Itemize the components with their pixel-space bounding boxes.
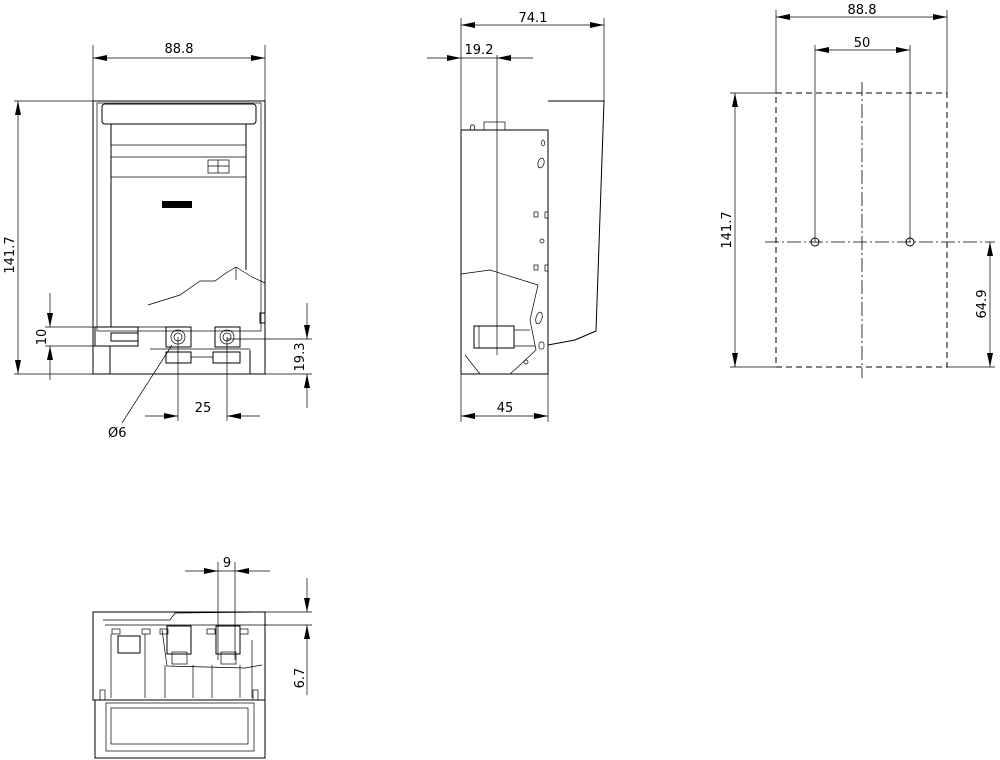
mounting-view: 88.8 50 141.7 64.9 [720,3,995,378]
base-depth-label: 45 [497,401,514,416]
hole-spacing-label: 50 [854,36,871,51]
front-width-label: 88.8 [165,42,194,57]
mount-height-label: 141.7 [720,211,735,248]
bottom-view: 9 6.7 [92,556,312,759]
offset-label: 19.2 [465,43,494,58]
bottom-offset-label: 6.7 [293,668,308,689]
front-height-label: 141.7 [3,236,18,273]
side-view: 74.1 19.2 45 [427,11,605,422]
terminal-right [212,326,241,364]
mount-width-label: 88.8 [848,3,877,18]
rail-height-label: 10 [35,329,50,346]
hole-height-label: 64.9 [975,290,990,319]
diameter-label: Ø6 [108,426,127,441]
terminal-spacing-label: 25 [195,401,212,416]
depth-label: 74.1 [519,11,548,26]
slot-width-label: 9 [223,556,231,571]
grid-symbol-icon [207,159,230,174]
logo-plate [162,201,192,208]
terminal-left [165,326,192,364]
front-view: 88.8 141.7 10 19.3 25 Ø6 [3,42,312,441]
terminal-height-label: 19.3 [293,343,308,372]
